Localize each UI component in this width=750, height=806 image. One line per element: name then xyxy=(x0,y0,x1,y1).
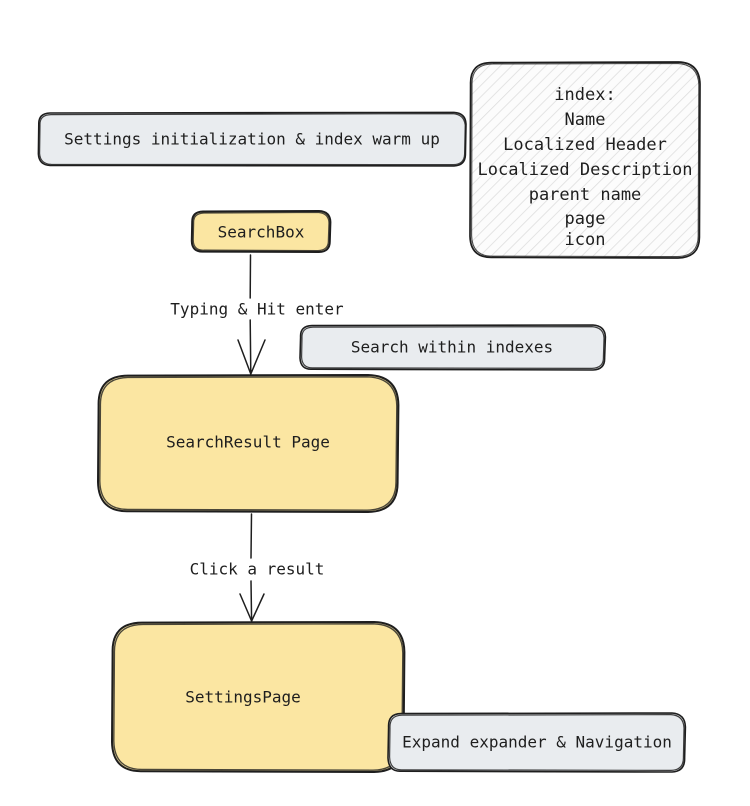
node-searchbox-label: SearchBox xyxy=(218,223,305,242)
node-index-schema-line-2: Localized Header xyxy=(503,135,667,155)
node-searchresult-page-shape-overstroke xyxy=(99,376,398,511)
node-index-schema-line-6: icon xyxy=(565,230,606,250)
node-search-within-indexes-shape-overstroke xyxy=(300,325,605,370)
node-index-schema-line-1: Name xyxy=(565,110,606,130)
node-index-schema-line-5: page xyxy=(565,209,606,229)
node-settings-page-label: SettingsPage xyxy=(185,688,301,707)
edge-click-line-upper xyxy=(250,513,253,559)
node-index-schema-line-4: parent name xyxy=(529,185,642,205)
node-searchresult-page[interactable]: SearchResult Page xyxy=(96,373,400,514)
node-settings-initialization-shape xyxy=(37,111,467,167)
edge-typing-arrowhead xyxy=(237,339,266,375)
edge-click-arrowhead xyxy=(239,593,265,622)
node-settings-page-shape xyxy=(110,620,406,774)
node-searchresult-page-shape xyxy=(96,373,400,514)
node-settings-initialization-shape-overstroke xyxy=(38,112,466,166)
node-searchbox-shape xyxy=(190,209,332,254)
node-index-schema-line-0: index: xyxy=(554,85,615,105)
edge-click-a-result: Click a result xyxy=(190,513,325,622)
node-expand-expander[interactable]: Expand expander & Navigation xyxy=(387,712,687,773)
node-index-schema-outline-overstroke xyxy=(471,62,700,258)
node-settings-initialization-label: Settings initialization & index warm up xyxy=(64,130,440,149)
edge-click-label: Click a result xyxy=(190,560,325,579)
edge-typing-line-lower xyxy=(249,319,252,375)
node-settings-page[interactable]: SettingsPage xyxy=(110,620,406,774)
node-searchbox-shape-overstroke xyxy=(192,211,330,252)
node-search-within-indexes-label: Search within indexes xyxy=(351,338,553,357)
edge-typing-hit-enter: Typing & Hit enter xyxy=(170,254,344,375)
node-settings-page-shape-overstroke xyxy=(113,623,404,771)
node-index-schema-line-3: Localized Description xyxy=(478,160,693,180)
node-settings-initialization[interactable]: Settings initialization & index warm up xyxy=(37,111,467,167)
node-index-schema[interactable]: index: Name Localized Header Localized D… xyxy=(469,61,701,259)
node-index-schema-outline xyxy=(469,61,701,259)
edge-click-line-lower xyxy=(250,580,253,622)
node-expand-expander-label: Expand expander & Navigation xyxy=(402,733,672,752)
node-search-within-indexes[interactable]: Search within indexes xyxy=(299,324,607,371)
edge-typing-label: Typing & Hit enter xyxy=(170,300,344,319)
node-expand-expander-shape-overstroke xyxy=(388,713,685,772)
node-search-within-indexes-shape xyxy=(299,324,607,371)
node-expand-expander-shape xyxy=(387,712,687,773)
node-searchresult-page-label: SearchResult Page xyxy=(166,433,330,452)
node-searchbox[interactable]: SearchBox xyxy=(190,209,332,254)
node-index-schema-hatch xyxy=(470,62,700,258)
